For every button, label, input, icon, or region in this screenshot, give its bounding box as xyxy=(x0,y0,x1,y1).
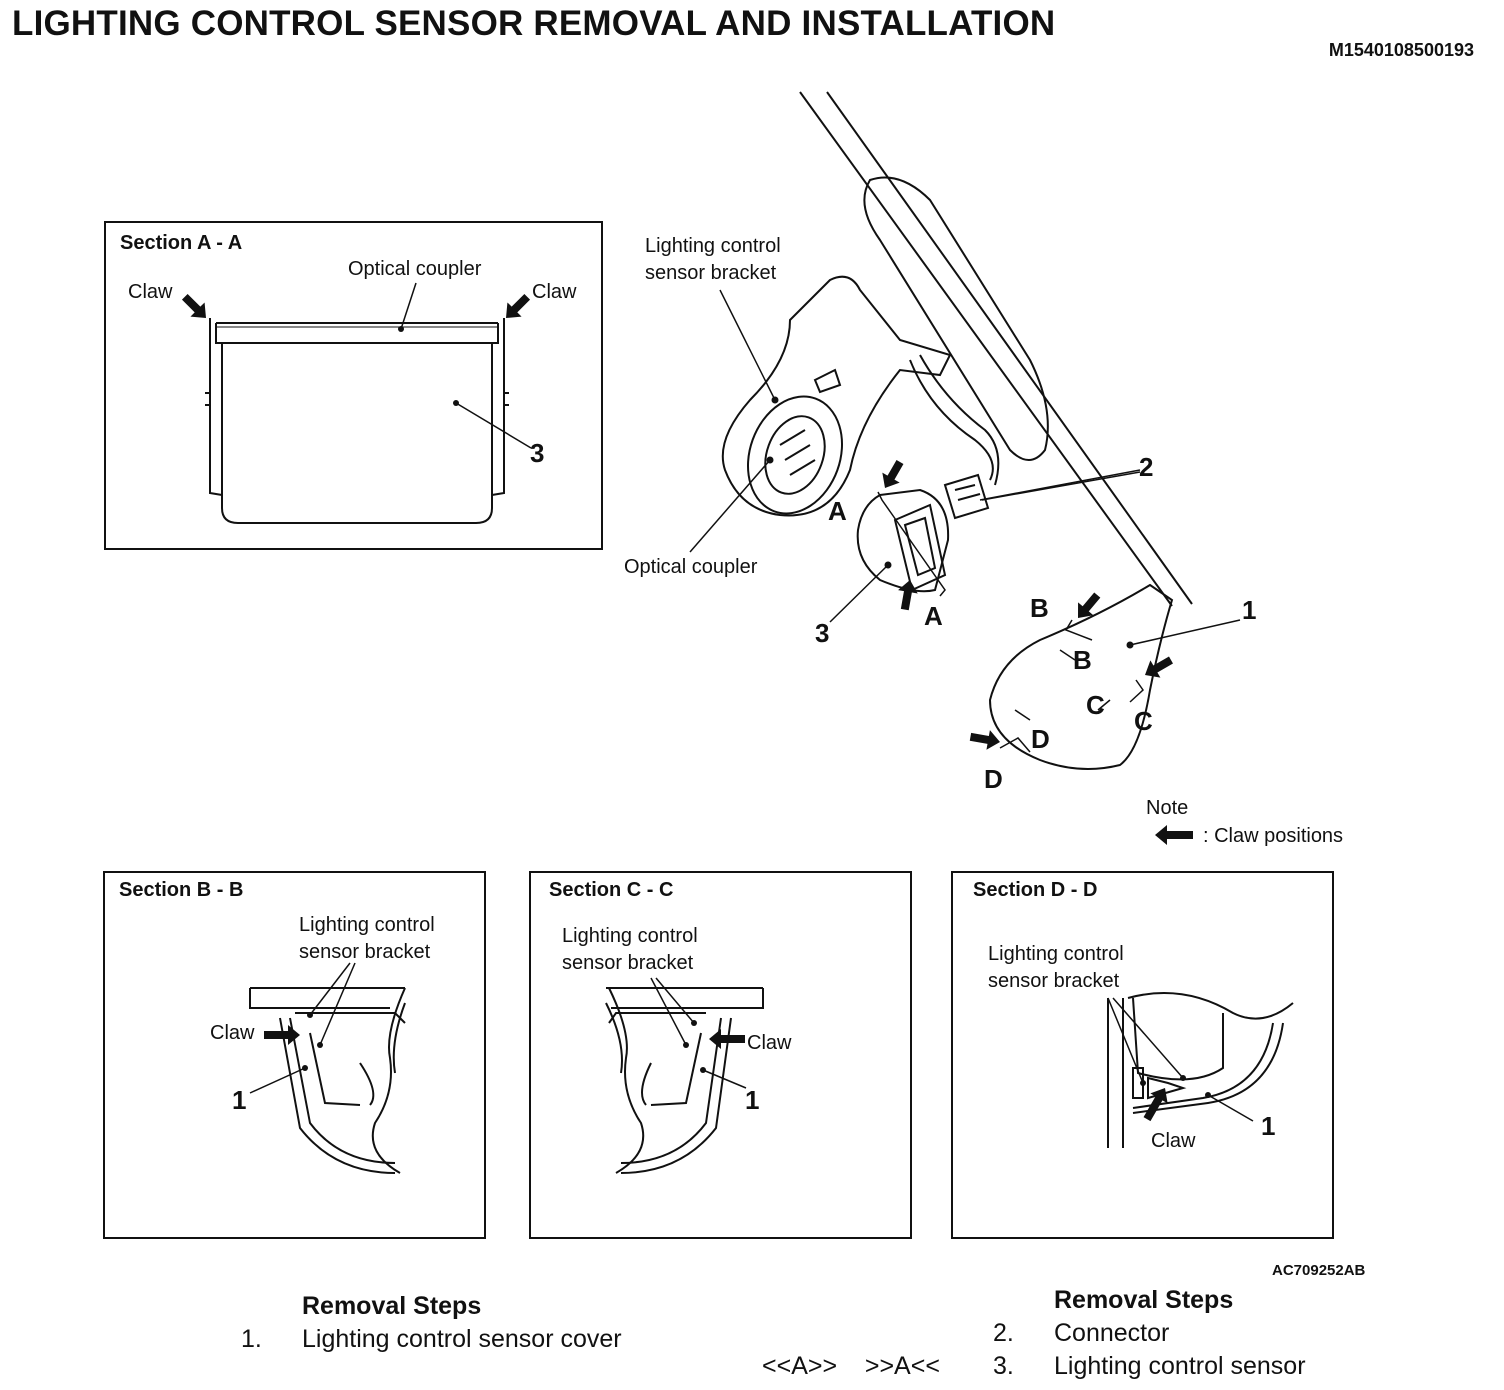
section-marker-c: C xyxy=(1086,690,1105,720)
section-marker-a: A xyxy=(924,601,943,631)
section-c-drawing xyxy=(605,977,764,1174)
windshield-edge-line xyxy=(799,91,1173,607)
bracket-label: sensor bracket xyxy=(988,970,1120,992)
removal-step-label: Connector xyxy=(1054,1319,1170,1347)
claw-arrow-icon xyxy=(1143,1088,1168,1122)
section-c-title: Section C - C xyxy=(549,879,674,901)
bracket-label: sensor bracket xyxy=(562,952,694,974)
callout-3: 3 xyxy=(815,618,830,648)
section-marker-b: B xyxy=(1030,593,1049,623)
bracket-label: Lighting control xyxy=(562,925,698,947)
section-a-panel: Section A - A Optical coupler Claw Claw … xyxy=(104,221,603,550)
claw-arrow-icon xyxy=(969,730,1000,750)
section-marker-d: D xyxy=(1031,724,1050,754)
optical-coupler-label: Optical coupler xyxy=(348,258,482,280)
callout-3: 3 xyxy=(530,438,545,468)
claw-arrow-icon xyxy=(1155,825,1193,845)
bracket-label: sensor bracket xyxy=(645,262,777,284)
section-b-panel: Section B - B Lighting control sensor br… xyxy=(103,871,486,1239)
sensor-cover-1 xyxy=(988,583,1174,770)
document-id: M1540108500193 xyxy=(1328,40,1474,60)
claw-label: Claw xyxy=(747,1032,792,1054)
rearview-mirror xyxy=(863,176,1049,461)
claw-arrow-icon xyxy=(882,460,904,488)
removal-step-number: 3. xyxy=(993,1352,1014,1380)
claw-arrow-icon xyxy=(264,1025,300,1045)
claw-label: Claw xyxy=(210,1022,255,1044)
claw-arrow-icon xyxy=(181,293,206,318)
claw-arrow-icon xyxy=(506,293,531,318)
claw-label-left: Claw xyxy=(128,281,173,303)
bracket-label: Lighting control xyxy=(299,914,435,936)
section-b-drawing xyxy=(249,962,406,1174)
removal-step-label: Lighting control sensor cover xyxy=(302,1325,622,1353)
section-marker-a: A xyxy=(828,496,847,526)
sensor-bracket xyxy=(721,275,952,517)
page-title: LIGHTING CONTROL SENSOR REMOVAL AND INST… xyxy=(12,4,1056,43)
section-b-title: Section B - B xyxy=(119,879,244,901)
claw-arrow-icon xyxy=(1145,656,1173,678)
section-a-drawing xyxy=(181,282,532,524)
claw-arrow-icon xyxy=(1078,592,1101,618)
section-marker-c: C xyxy=(1134,706,1153,736)
section-a-title: Section A - A xyxy=(120,232,243,254)
lighting-control-sensor-3 xyxy=(856,488,950,593)
section-d-panel: Section D - D Lighting control sensor br… xyxy=(951,871,1334,1239)
removal-step-number: 1. xyxy=(241,1325,262,1353)
note-title: Note xyxy=(1146,797,1189,819)
section-d-drawing xyxy=(1107,992,1294,1148)
bracket-label: Lighting control xyxy=(988,943,1124,965)
section-d-title: Section D - D xyxy=(973,879,1098,901)
removal-step-number: 2. xyxy=(993,1319,1014,1347)
claw-label-right: Claw xyxy=(532,281,577,303)
callout-1: 1 xyxy=(232,1085,247,1115)
optical-coupler-label: Optical coupler xyxy=(624,556,758,578)
claw-label: Claw xyxy=(1151,1130,1196,1152)
removal-steps-heading: Removal Steps xyxy=(1054,1286,1234,1314)
removal-steps-heading: Removal Steps xyxy=(302,1292,482,1320)
procedure-tag: <<A>> >>A<< xyxy=(762,1352,940,1380)
removal-step-label: Lighting control sensor xyxy=(1054,1352,1306,1380)
callout-1: 1 xyxy=(745,1085,760,1115)
bracket-label: Lighting control xyxy=(645,235,781,257)
windshield-edge-line xyxy=(826,91,1193,605)
callout-2: 2 xyxy=(1139,452,1154,482)
callout-1: 1 xyxy=(1261,1111,1276,1141)
section-marker-d: D xyxy=(984,764,1003,794)
callout-1: 1 xyxy=(1242,595,1257,625)
bracket-label: sensor bracket xyxy=(299,941,431,963)
leader-dot xyxy=(453,400,459,406)
figure-id: AC709252AB xyxy=(1272,1262,1366,1279)
leader-dot xyxy=(398,326,404,332)
leader-line xyxy=(400,282,417,330)
note-text: : Claw positions xyxy=(1203,825,1344,847)
section-marker-b: B xyxy=(1073,645,1092,675)
claw-arrow-icon xyxy=(709,1029,745,1049)
claw-arrow-icon xyxy=(898,580,918,611)
leader-line xyxy=(455,402,532,449)
section-c-panel: Section C - C Lighting control sensor br… xyxy=(529,871,912,1239)
connector-2 xyxy=(943,473,990,520)
